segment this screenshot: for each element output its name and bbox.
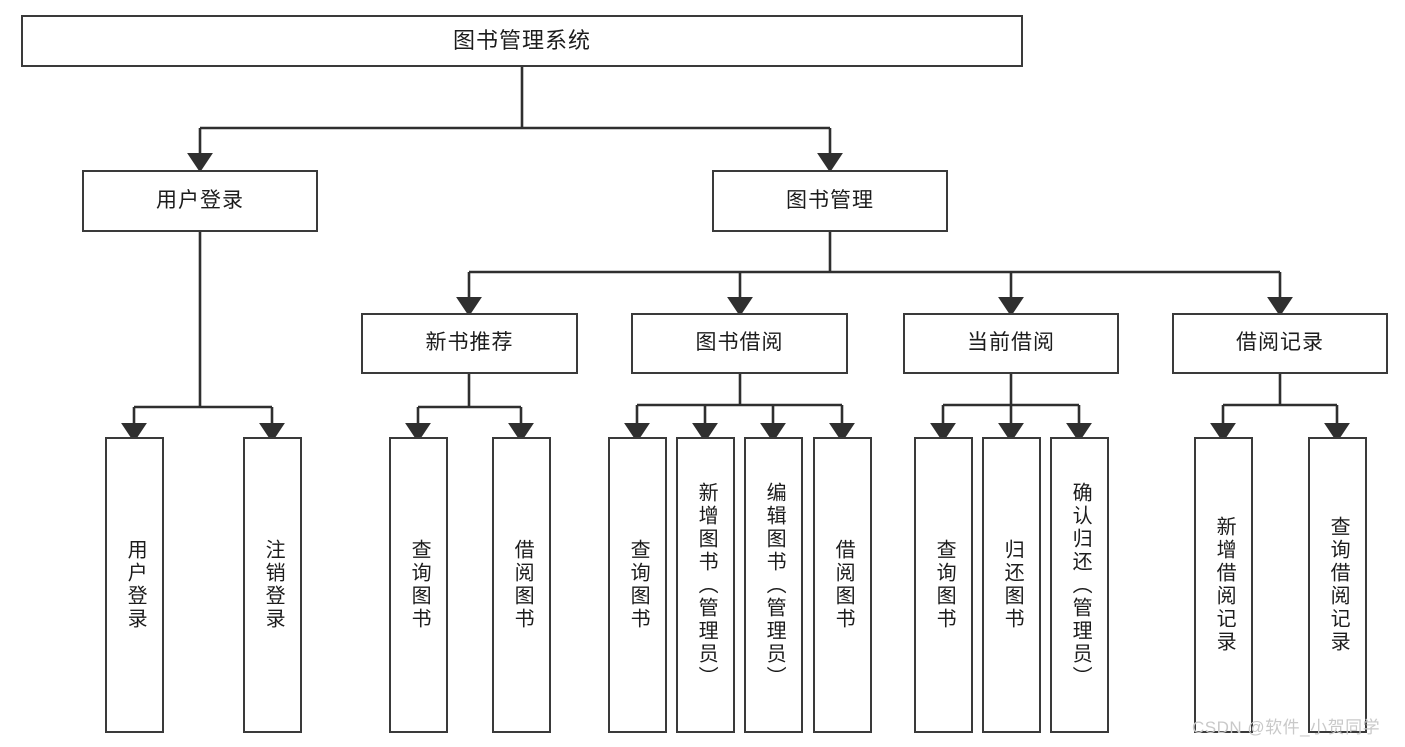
node-leaf-user-login-label: 用户登录 (124, 539, 147, 631)
node-leaf-query-book-3[interactable]: 查询图书 (914, 437, 973, 733)
node-leaf-add-record[interactable]: 新增借阅记录 (1194, 437, 1253, 733)
node-borrow-record[interactable]: 借阅记录 (1172, 313, 1388, 374)
node-leaf-borrow-book-1-label: 借阅图书 (511, 539, 534, 631)
node-leaf-return-book[interactable]: 归还图书 (982, 437, 1041, 733)
node-new-book-recommend-label: 新书推荐 (425, 331, 514, 355)
node-leaf-return-book-label: 归还图书 (1001, 539, 1024, 631)
node-leaf-query-book-1-label: 查询图书 (408, 539, 431, 631)
node-leaf-borrow-book-2[interactable]: 借阅图书 (813, 437, 872, 733)
node-leaf-logout-login[interactable]: 注销登录 (243, 437, 302, 733)
node-user-login-label: 用户登录 (156, 188, 244, 212)
node-leaf-borrow-book-2-label: 借阅图书 (832, 539, 855, 631)
node-leaf-query-book-3-label: 查询图书 (933, 539, 956, 631)
node-root-label: 图书管理系统 (452, 28, 591, 54)
node-leaf-confirm-return-label: 确认归还（管理员） (1069, 481, 1092, 689)
node-user-login[interactable]: 用户登录 (82, 170, 318, 232)
node-leaf-query-book-1[interactable]: 查询图书 (389, 437, 448, 733)
node-leaf-query-book-2-label: 查询图书 (627, 539, 650, 631)
node-leaf-edit-book[interactable]: 编辑图书（管理员） (744, 437, 803, 733)
node-leaf-borrow-book-1[interactable]: 借阅图书 (492, 437, 551, 733)
node-current-borrow-label: 当前借阅 (967, 331, 1055, 355)
node-current-borrow[interactable]: 当前借阅 (903, 313, 1119, 374)
node-leaf-add-book[interactable]: 新增图书（管理员） (676, 437, 735, 733)
node-leaf-query-record[interactable]: 查询借阅记录 (1308, 437, 1367, 733)
node-book-manage-label: 图书管理 (786, 188, 874, 212)
node-book-borrow[interactable]: 图书借阅 (631, 313, 848, 374)
node-leaf-add-book-label: 新增图书（管理员） (695, 481, 718, 689)
node-leaf-add-record-label: 新增借阅记录 (1213, 516, 1236, 654)
node-leaf-confirm-return[interactable]: 确认归还（管理员） (1050, 437, 1109, 733)
node-leaf-logout-login-label: 注销登录 (262, 539, 285, 631)
node-new-book-recommend[interactable]: 新书推荐 (361, 313, 578, 374)
node-root[interactable]: 图书管理系统 (21, 15, 1023, 67)
watermark-text: CSDN @软件_小贺同学 (1192, 718, 1381, 737)
node-book-borrow-label: 图书借阅 (695, 331, 784, 355)
node-leaf-edit-book-label: 编辑图书（管理员） (763, 481, 786, 689)
node-leaf-query-record-label: 查询借阅记录 (1327, 516, 1350, 654)
node-leaf-user-login[interactable]: 用户登录 (105, 437, 164, 733)
node-leaf-query-book-2[interactable]: 查询图书 (608, 437, 667, 733)
node-borrow-record-label: 借阅记录 (1236, 331, 1324, 355)
node-book-manage[interactable]: 图书管理 (712, 170, 948, 232)
